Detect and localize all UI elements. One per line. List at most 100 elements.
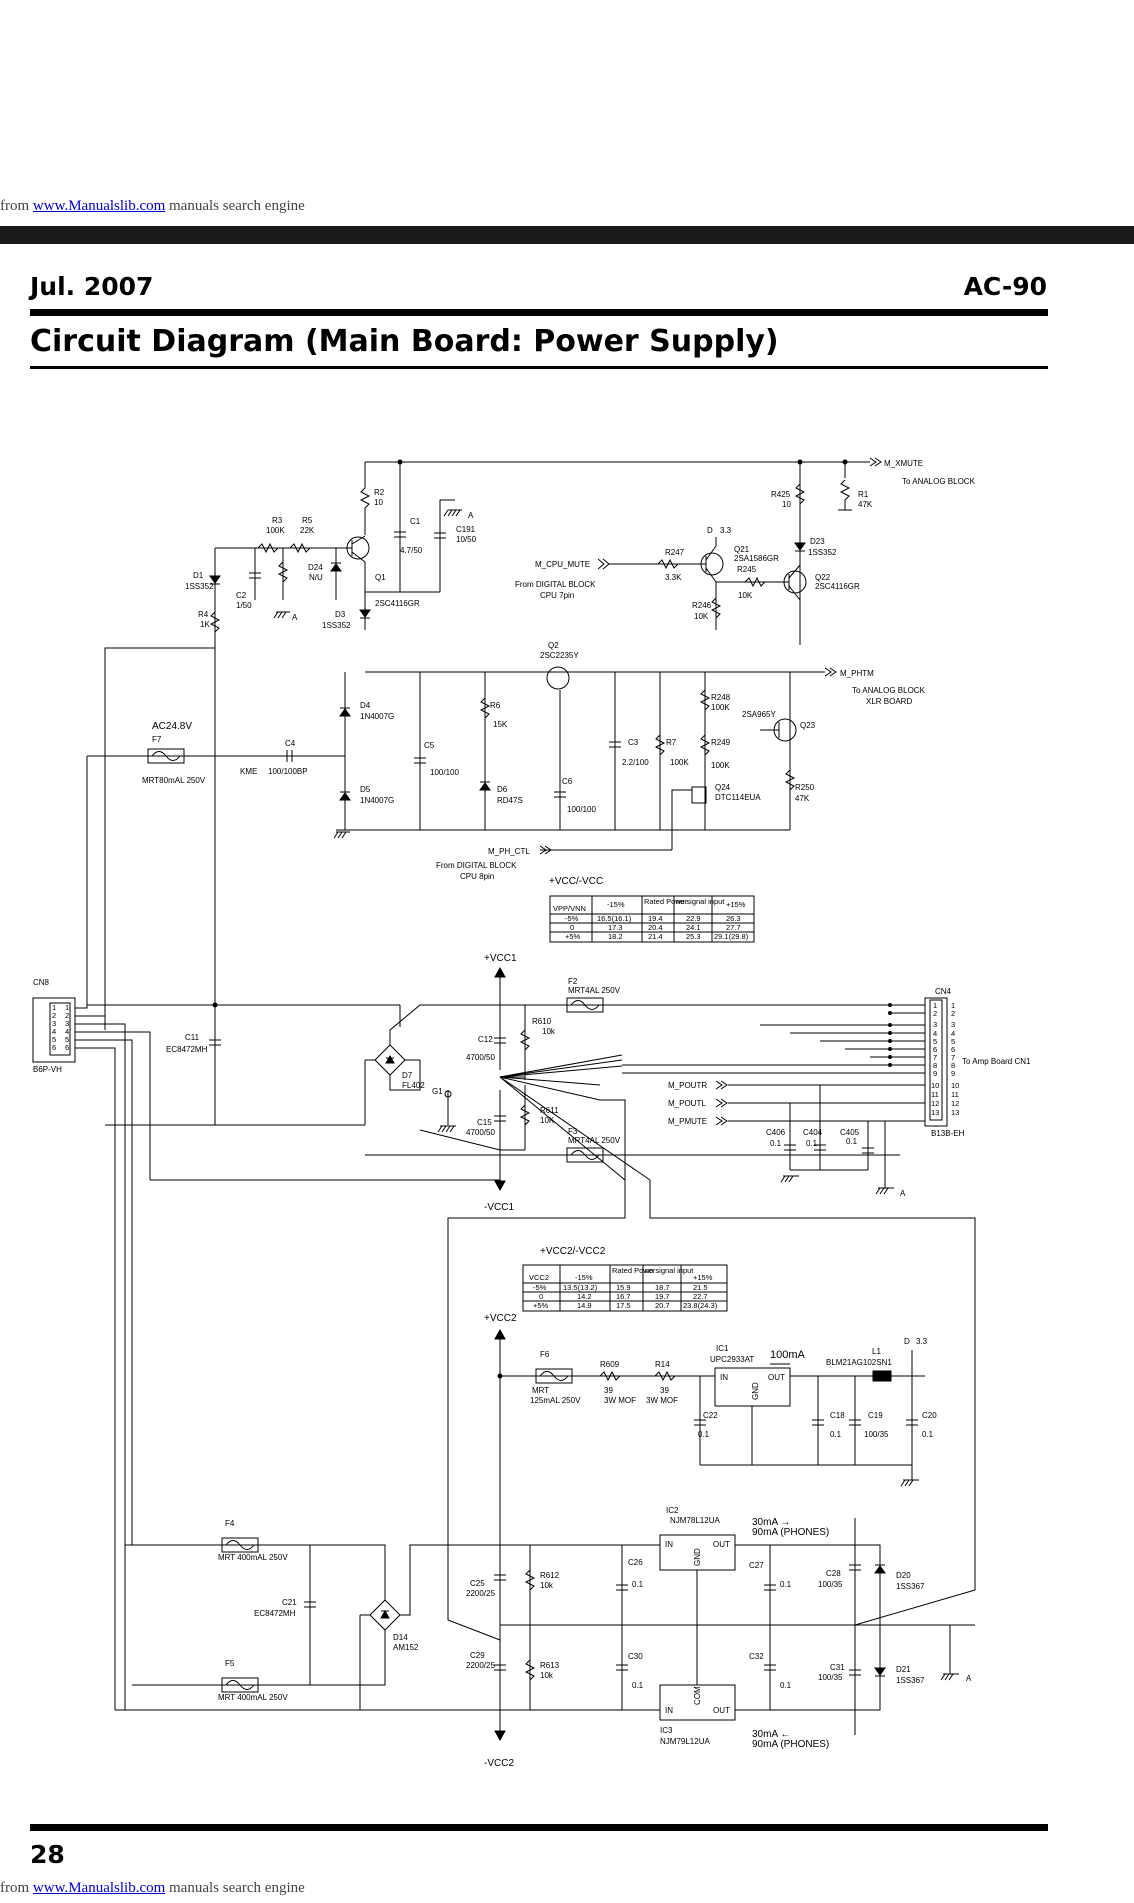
vcc1m-label: -VCC1 (484, 1202, 514, 1213)
r246-value: 10K (694, 612, 709, 621)
ic2-value: NJM78L12UA (670, 1516, 720, 1525)
xlr-board-label: XLR BOARD (866, 697, 912, 706)
t1-r1c0: 0 (570, 923, 574, 932)
t1-r0c0: -5% (565, 914, 579, 923)
d23-label: D23 (810, 537, 825, 546)
svg-text:3: 3 (65, 1019, 69, 1028)
r245-value: 10K (738, 591, 753, 600)
l1-label: L1 (872, 1347, 881, 1356)
r3-value: 100K (266, 526, 285, 535)
d14-value: AM152 (393, 1643, 419, 1652)
svg-text:12: 12 (951, 1099, 959, 1108)
r611-value: 10K (540, 1116, 555, 1125)
d20-value: 1SS367 (896, 1582, 925, 1591)
r425-value: 10 (782, 500, 791, 509)
c20-value: 0.1 (922, 1430, 934, 1439)
t1-r2c0: +5% (565, 932, 581, 941)
table2: +VCC2/-VCC2 VCC2 -15% Rated Power no sig… (522, 1246, 728, 1312)
ic2-gnd: GND (693, 1548, 702, 1566)
c11-label: C11 (185, 1033, 200, 1042)
d3-value: 1SS352 (322, 621, 351, 630)
d7-label: D7 (402, 1071, 413, 1080)
svg-text:10: 10 (951, 1081, 959, 1090)
t1-h2: Rated Power (644, 897, 688, 906)
c27-label: C27 (749, 1561, 764, 1570)
c28-label: C28 (826, 1569, 841, 1578)
ic3-label: IC3 (660, 1726, 673, 1735)
cpu7-label: CPU 7pin (540, 591, 574, 600)
footer-rule (30, 1824, 1048, 1831)
cn8-value: B6P-VH (33, 1065, 62, 1074)
ac24-label: AC24.8V (152, 721, 192, 732)
c1-label: C1 (410, 517, 421, 526)
c26-label: C26 (628, 1558, 643, 1567)
manualslib-link-bottom[interactable]: www.Manualslib.com (32, 1880, 166, 1896)
d21-value: 1SS367 (896, 1676, 925, 1685)
q24-label: Q24 (715, 783, 731, 792)
header-date: Jul. 2007 (30, 272, 154, 301)
manualslib-link[interactable]: www.Manualslib.com (32, 198, 166, 214)
d7-value: FL402 (402, 1081, 425, 1090)
t2-r1c1: 14.2 (577, 1292, 592, 1301)
d1-value: 1SS352 (185, 582, 214, 591)
r5-value: 22K (300, 526, 315, 535)
c4-value: 100/100BP (268, 767, 308, 776)
c406-label: C406 (766, 1128, 786, 1137)
d24-value: N/U (309, 573, 323, 582)
c25-value: 2200/25 (466, 1589, 495, 1598)
q21-label: Q21 (734, 545, 750, 554)
r14-value: 39 (660, 1386, 669, 1395)
r6-label: R6 (490, 701, 501, 710)
c29-label: C29 (470, 1651, 485, 1660)
m-xmute-label: M_XMUTE (884, 459, 923, 468)
t1-r1c2: 20.4 (648, 923, 663, 932)
c12-value: 4700/50 (466, 1053, 495, 1062)
r610-label: R610 (532, 1017, 552, 1026)
svg-text:11: 11 (931, 1090, 939, 1099)
cn4-label: CN4 (935, 987, 952, 996)
header-rule (30, 309, 1048, 316)
svg-text:1: 1 (65, 1003, 69, 1012)
c30-label: C30 (628, 1652, 643, 1661)
ic1-out: OUT (768, 1373, 785, 1382)
d1-label: D1 (193, 571, 204, 580)
t2-r0c0: -5% (533, 1283, 547, 1292)
to-analog-xlr-label: To ANALOG BLOCK (852, 686, 926, 695)
cn4-value: B13B-EH (931, 1129, 965, 1138)
c3-label: C3 (628, 738, 639, 747)
d21-label: D21 (896, 1665, 911, 1674)
q1-value: 2SC4116GR (375, 599, 420, 608)
svg-text:4: 4 (52, 1027, 56, 1036)
t2-r0c1: 13.5(13.2) (563, 1283, 598, 1292)
t1-r0c4: 26.3 (726, 914, 741, 923)
d5-value: 1N4007G (360, 796, 394, 805)
d33b2-label: 3.3 (916, 1337, 928, 1346)
c31-value: 100/35 (818, 1673, 843, 1682)
c5-value: 100/100 (430, 768, 459, 777)
svg-text:5: 5 (951, 1037, 955, 1046)
q21-value: 2SA1586GR (734, 554, 779, 563)
g1-label: G1 (432, 1087, 443, 1096)
r609-type: 3W MOF (604, 1396, 636, 1405)
f7-value: MRT80mAL 250V (142, 776, 206, 785)
r5-label: R5 (302, 516, 313, 525)
ic2-out: OUT (713, 1540, 730, 1549)
c20-label: C20 (922, 1411, 937, 1420)
svg-text:3: 3 (52, 1019, 56, 1028)
phones2a-label: 30mA ← (752, 1729, 790, 1740)
svg-text:5: 5 (52, 1035, 56, 1044)
f2-label: F2 (568, 977, 578, 986)
c29-value: 2200/25 (466, 1661, 495, 1670)
m-poutr-label: M_POUTR (668, 1081, 707, 1090)
c32-value: 0.1 (780, 1681, 792, 1690)
top-bar (0, 226, 1134, 244)
t1-r1c1: 17.3 (608, 923, 623, 932)
from-digital-7-label: From DIGITAL BLOCK (515, 580, 596, 589)
r609-value: 39 (604, 1386, 613, 1395)
t1-h4: +15% (726, 900, 746, 909)
d20-label: D20 (896, 1571, 911, 1580)
svg-text:9: 9 (933, 1069, 937, 1078)
c405-value: 0.1 (846, 1137, 858, 1146)
c404-value: 0.1 (806, 1139, 818, 1148)
